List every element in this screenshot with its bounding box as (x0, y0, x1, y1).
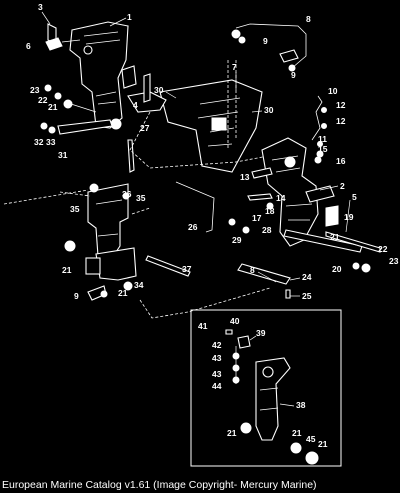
trim-tube-part-8 (231, 23, 307, 72)
callout-34: 34 (134, 280, 144, 290)
callout-21c: 21 (118, 288, 128, 298)
clamp-bracket-left (69, 21, 129, 130)
callout-23b: 23 (389, 256, 399, 266)
callout-42: 42 (212, 340, 222, 350)
callout-26: 26 (188, 222, 198, 232)
callout-33: 33 (46, 137, 56, 147)
callout-21d: 21 (330, 232, 340, 242)
plate-part-19 (325, 205, 339, 227)
bushing-part-21-left (64, 240, 76, 252)
washer-stack-left (44, 84, 97, 113)
callout-40: 40 (230, 316, 240, 326)
swivel-bracket-center (127, 60, 263, 173)
callout-22b: 22 (378, 244, 388, 254)
screw-part-28 (242, 226, 250, 234)
inset-frame (190, 309, 342, 467)
washer-part-8-lower (100, 290, 108, 298)
callout-15: 15 (318, 144, 328, 154)
callout-43: 43 (212, 353, 222, 363)
callout-38: 38 (296, 400, 306, 410)
callout-35b: 35 (136, 193, 146, 203)
callout-22: 22 (38, 95, 48, 105)
bolt-part-31 (40, 119, 113, 135)
hose-part-37 (145, 255, 191, 277)
callout-30b: 30 (264, 105, 274, 115)
trim-cylinder-detail (225, 329, 319, 465)
callout-27: 27 (140, 123, 150, 133)
callout-29: 29 (232, 235, 242, 245)
callout-11: 11 (318, 134, 327, 144)
callout-44: 44 (212, 381, 222, 391)
callout-18: 18 (265, 206, 275, 216)
callout-43b: 43 (212, 369, 222, 379)
callout-12: 12 (336, 100, 346, 110)
callout-2: 2 (340, 181, 345, 191)
callout-45: 45 (306, 434, 316, 444)
clamp-bracket-right (261, 137, 335, 247)
callout-16: 16 (336, 156, 346, 166)
callout-28: 28 (262, 225, 272, 235)
callout-13: 13 (240, 172, 250, 182)
callout-9: 9 (263, 36, 268, 46)
callout-21g: 21 (318, 439, 328, 449)
plate-part-24 (237, 263, 291, 285)
callout-17: 17 (252, 213, 262, 223)
callout-39: 39 (256, 328, 266, 338)
callout-21b: 21 (62, 265, 72, 275)
callout-3: 3 (38, 2, 43, 12)
pivot-pin-part-27 (127, 139, 135, 173)
callout-labels: 1 2 3 4 5 6 7 8 8 9 9 9 10 11 12 12 13 1… (26, 2, 399, 449)
callout-25: 25 (302, 291, 312, 301)
rod-part-26 (175, 181, 215, 233)
callout-12b: 12 (336, 116, 346, 126)
spacer-part-4 (121, 65, 137, 89)
callout-4: 4 (133, 100, 138, 110)
callout-14: 14 (276, 193, 286, 203)
callout-7: 7 (232, 62, 237, 72)
callout-41: 41 (198, 321, 208, 331)
screw-part-25 (285, 289, 291, 299)
callout-30: 30 (154, 85, 164, 95)
trim-cylinder-left (85, 183, 137, 281)
callout-21: 21 (48, 102, 58, 112)
callout-10: 10 (328, 86, 338, 96)
callout-9b: 9 (291, 70, 296, 80)
wire-harness-part-10 (311, 95, 327, 158)
callout-24: 24 (302, 272, 312, 282)
callout-5: 5 (352, 192, 357, 202)
callout-23: 23 (30, 85, 40, 95)
callout-19: 19 (344, 212, 354, 222)
screw-part-29 (228, 218, 236, 226)
callout-21e: 21 (227, 428, 237, 438)
callout-8: 8 (306, 14, 311, 24)
callout-32: 32 (34, 137, 44, 147)
callout-9c: 9 (74, 291, 79, 301)
callout-35: 35 (70, 204, 80, 214)
bushing-part-6 (45, 37, 81, 51)
callout-20: 20 (332, 264, 342, 274)
callout-36: 36 (122, 189, 132, 199)
callout-1: 1 (127, 12, 132, 22)
callout-21f: 21 (292, 428, 302, 438)
tilt-tube-part-20 (283, 229, 381, 273)
callout-8b: 8 (250, 265, 255, 275)
callout-6: 6 (26, 41, 31, 51)
copyright-caption: European Marine Catalog v1.61 (Image Cop… (2, 479, 317, 491)
bolts-right-group (247, 156, 322, 210)
bushing-part-21-lower (123, 281, 133, 291)
callout-37: 37 (182, 264, 192, 274)
callout-31: 31 (58, 150, 68, 160)
